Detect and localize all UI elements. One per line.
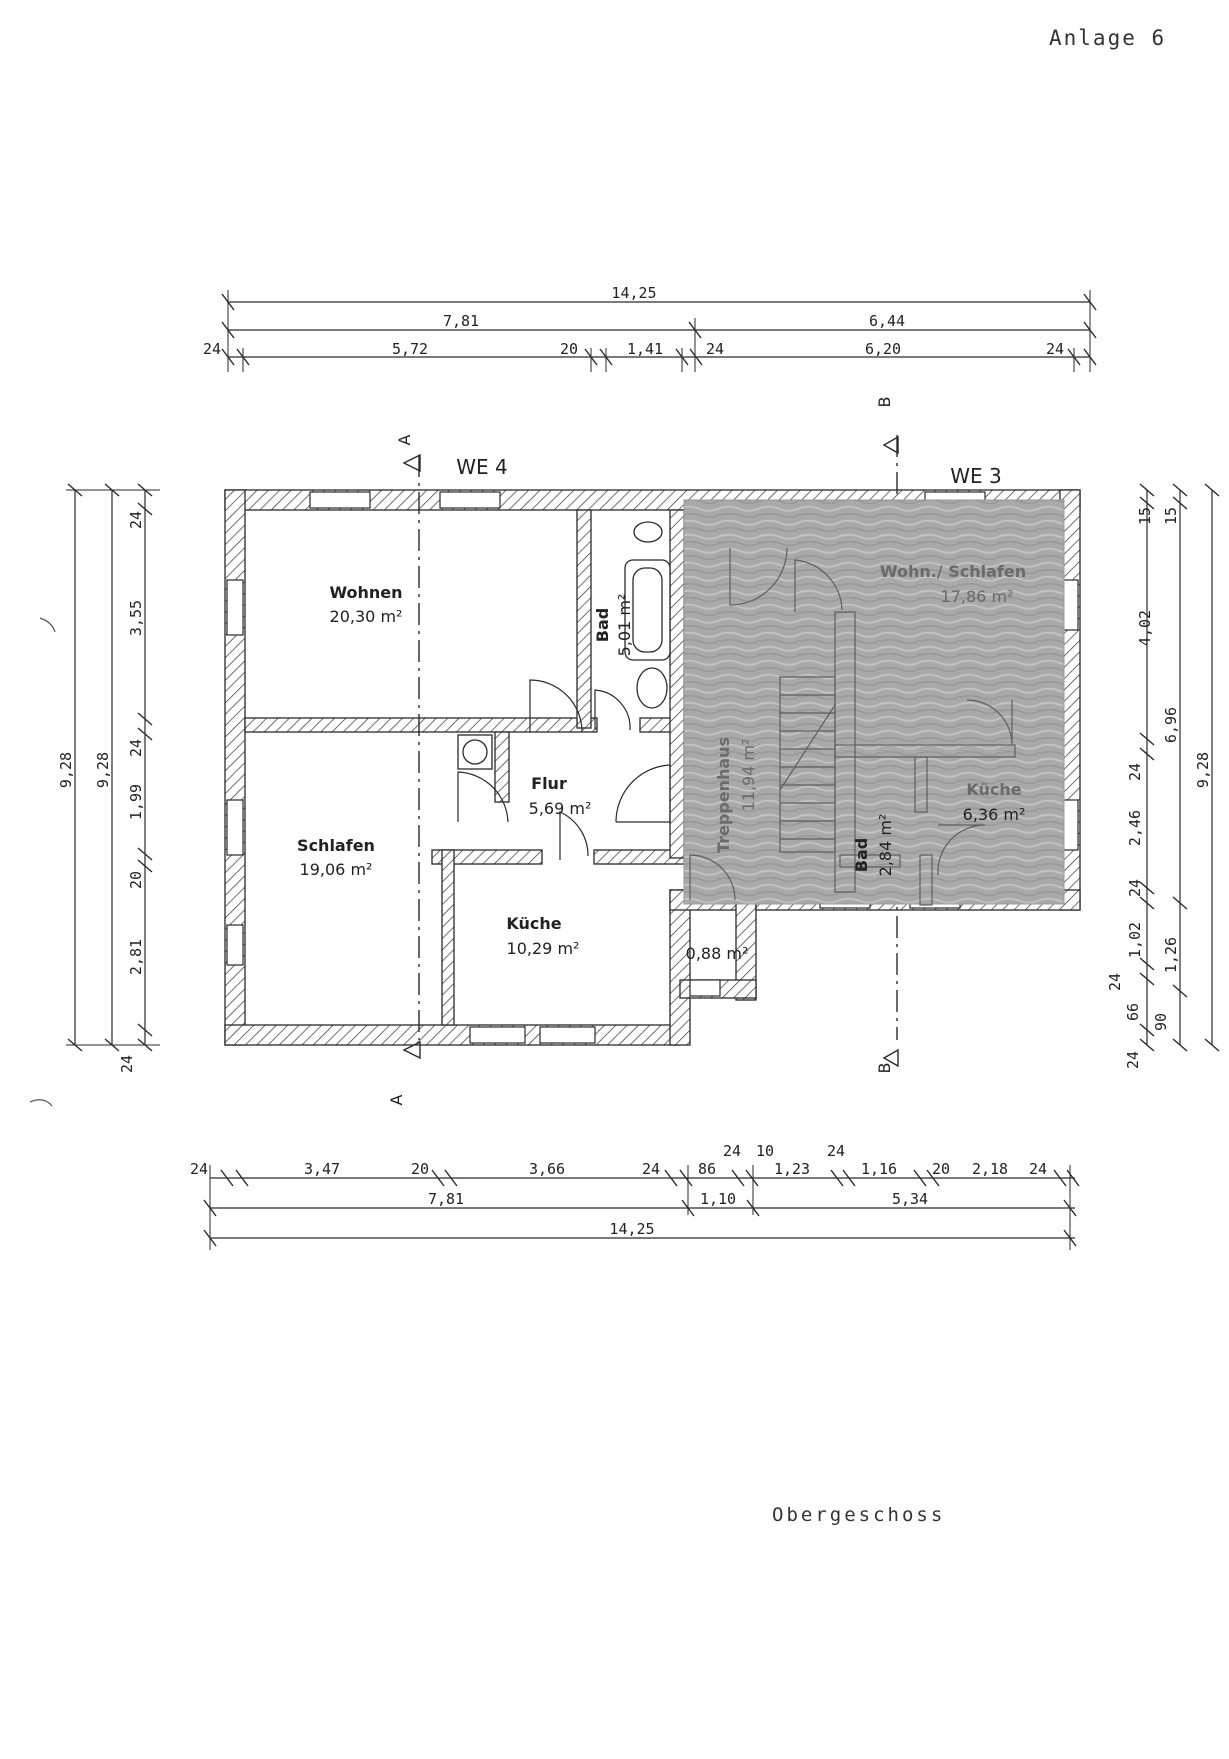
dim-right-seg: 24 bbox=[1126, 763, 1144, 781]
dim-bottom-seg: 3,66 bbox=[529, 1160, 565, 1178]
dim-bottom-overall: 14,25 bbox=[609, 1220, 654, 1238]
dim-bottom-seg: 24 bbox=[723, 1142, 741, 1160]
room-kueche3-name: Küche bbox=[966, 780, 1021, 799]
section-a-bottom-label: A bbox=[387, 1094, 406, 1105]
dim-bottom-seg: 24 bbox=[1029, 1160, 1047, 1178]
dim-left-seg: 24 bbox=[127, 511, 145, 529]
dim-right-mid-c: 1,26 bbox=[1162, 937, 1180, 973]
room-labels: Wohnen 20,30 m² Schlafen 19,06 m² Flur 5… bbox=[297, 562, 1026, 963]
dim-bottom-seg: 24 bbox=[827, 1142, 845, 1160]
dim-right-seg: 2,46 bbox=[1126, 810, 1144, 846]
dim-top-seg: 6,20 bbox=[865, 340, 901, 358]
room-bad-area: 5,01 m² bbox=[615, 594, 634, 657]
bottom-dimensions bbox=[203, 1165, 1080, 1250]
dim-right-seg: 1,02 bbox=[1126, 922, 1144, 958]
unit-label-we3: WE 3 bbox=[950, 464, 1002, 488]
dim-left-seg: 3,55 bbox=[127, 600, 145, 636]
unit-label-we4: WE 4 bbox=[456, 455, 508, 479]
room-small-area: 0,88 m² bbox=[686, 944, 749, 963]
bottom-dimension-labels: 24 3,47 20 3,66 24 86 24 10 1,23 24 1,16… bbox=[190, 1142, 1047, 1238]
section-b-top-label: B bbox=[875, 397, 894, 408]
dim-left-seg: 24 bbox=[118, 1055, 136, 1073]
room-wohnen-area: 20,30 m² bbox=[330, 607, 403, 626]
room-schlafen-area: 19,06 m² bbox=[300, 860, 373, 879]
dim-bottom-seg: 86 bbox=[698, 1160, 716, 1178]
dim-bottom-mid-left: 7,81 bbox=[428, 1190, 464, 1208]
dim-right-seg: 15 bbox=[1136, 507, 1154, 525]
dim-left-mid: 9,28 bbox=[94, 752, 112, 788]
dim-bottom-seg: 3,47 bbox=[304, 1160, 340, 1178]
left-dimensions bbox=[66, 483, 160, 1052]
floor-label: Obergeschoss bbox=[772, 1504, 946, 1526]
dim-top-seg: 24 bbox=[203, 340, 221, 358]
dim-right-mid-a: 15 bbox=[1162, 507, 1180, 525]
dim-bottom-mid-right: 5,34 bbox=[892, 1190, 928, 1208]
room-kueche-area: 10,29 m² bbox=[507, 939, 580, 958]
dim-bottom-seg: 20 bbox=[411, 1160, 429, 1178]
room-bad-name: Bad bbox=[593, 608, 612, 642]
dim-top-overall: 14,25 bbox=[611, 284, 656, 302]
section-line-a bbox=[402, 453, 421, 1060]
room-flur-area: 5,69 m² bbox=[529, 799, 592, 818]
room-schlafen-name: Schlafen bbox=[297, 836, 375, 855]
dim-right-seg: 24 bbox=[1126, 879, 1144, 897]
right-dimension-labels: 15 4,02 24 2,46 24 1,02 24 66 24 15 6,96… bbox=[1106, 507, 1212, 1069]
bathtub-icon bbox=[624, 559, 671, 661]
room-kueche3-area: 6,36 m² bbox=[963, 805, 1026, 824]
dim-bottom-seg: 1,23 bbox=[774, 1160, 810, 1178]
dim-bottom-seg: 2,18 bbox=[972, 1160, 1008, 1178]
dim-bottom-seg: 20 bbox=[932, 1160, 950, 1178]
room-bad3-name: Bad bbox=[852, 838, 871, 872]
dim-right-overall: 9,28 bbox=[1194, 752, 1212, 788]
dim-right-mid-b: 6,96 bbox=[1162, 707, 1180, 743]
dim-right-mid-d: 90 bbox=[1152, 1013, 1170, 1031]
room-wohn-schlafen-name: Wohn./ Schlafen bbox=[880, 562, 1026, 581]
dim-left-seg: 1,99 bbox=[127, 784, 145, 820]
section-a-top-label: A bbox=[395, 434, 414, 445]
we3-overlay bbox=[683, 499, 1065, 906]
dim-bottom-seg: 1,16 bbox=[861, 1160, 897, 1178]
dim-top-seg: 20 bbox=[560, 340, 578, 358]
room-wohn-schlafen-area: 17,86 m² bbox=[941, 587, 1014, 606]
dim-top-right: 6,44 bbox=[869, 312, 905, 330]
left-dimension-labels: 9,28 9,28 24 3,55 24 1,99 20 2,81 24 bbox=[57, 511, 145, 1073]
room-bad3-area: 2,84 m² bbox=[876, 814, 895, 877]
right-dimensions bbox=[1139, 483, 1220, 1052]
top-dimension-labels: 14,25 7,81 6,44 24 5,72 20 1,41 24 6,20 … bbox=[203, 284, 1064, 358]
room-treppenhaus-name: Treppenhaus bbox=[714, 737, 733, 853]
dim-left-seg: 2,81 bbox=[127, 939, 145, 975]
dim-right-seg: 24 bbox=[1124, 1051, 1142, 1069]
room-wohnen-name: Wohnen bbox=[329, 583, 402, 602]
dim-left-seg: 24 bbox=[127, 739, 145, 757]
dim-bottom-mid-center: 1,10 bbox=[700, 1190, 736, 1208]
section-b-bottom-label: B bbox=[875, 1063, 894, 1074]
dim-top-seg: 24 bbox=[706, 340, 724, 358]
dim-right-seg: 24 bbox=[1106, 973, 1124, 991]
dim-top-left: 7,81 bbox=[443, 312, 479, 330]
dim-bottom-seg: 24 bbox=[190, 1160, 208, 1178]
stray-marks bbox=[29, 617, 56, 1107]
dim-top-seg: 24 bbox=[1046, 340, 1064, 358]
door-swings bbox=[457, 679, 671, 860]
room-treppenhaus-area: 11,94 m² bbox=[739, 739, 758, 812]
dim-bottom-seg: 24 bbox=[642, 1160, 660, 1178]
dim-top-seg: 5,72 bbox=[392, 340, 428, 358]
room-flur-name: Flur bbox=[531, 774, 567, 793]
dim-left-overall: 9,28 bbox=[57, 752, 75, 788]
annex-label: Anlage 6 bbox=[1049, 26, 1167, 50]
toilet-icon bbox=[633, 521, 668, 709]
dim-right-seg: 4,02 bbox=[1136, 610, 1154, 646]
chimney-icon bbox=[457, 734, 493, 770]
room-kueche-name: Küche bbox=[506, 914, 561, 933]
dim-bottom-seg: 10 bbox=[756, 1142, 774, 1160]
dim-right-seg: 66 bbox=[1124, 1003, 1142, 1021]
dim-top-seg: 1,41 bbox=[627, 340, 663, 358]
dim-left-seg: 20 bbox=[127, 871, 145, 889]
top-dimensions bbox=[221, 290, 1097, 372]
